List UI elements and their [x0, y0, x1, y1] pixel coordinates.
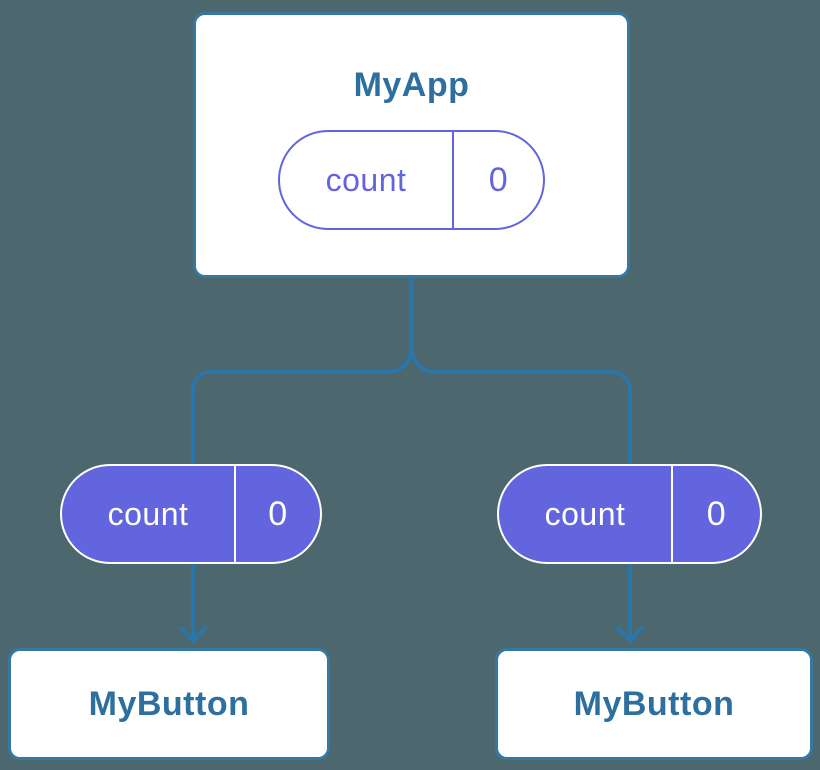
arrowhead-right-icon: [616, 626, 644, 643]
arrowhead-left-icon: [179, 626, 207, 643]
mybutton-node-left: MyButton: [8, 648, 330, 760]
prop-pill-left-value: 0: [268, 494, 288, 533]
state-pill: count 0: [278, 130, 545, 230]
mybutton-title-right: MyButton: [573, 684, 735, 723]
connector-branch-left: [191, 346, 414, 641]
prop-pill-left-key: count: [62, 466, 236, 562]
state-pill-value: 0: [488, 160, 509, 199]
prop-pill-right: count 0: [497, 464, 762, 564]
prop-pill-right-key: count: [499, 466, 673, 562]
state-pill-key: count: [280, 132, 454, 228]
prop-pill-right-value: 0: [706, 494, 727, 533]
connector-branch-right: [409, 346, 632, 641]
myapp-title: MyApp: [353, 65, 470, 104]
mybutton-title-left: MyButton: [88, 684, 250, 723]
prop-pill-left: count 0: [60, 464, 322, 564]
mybutton-node-right: MyButton: [495, 648, 813, 760]
